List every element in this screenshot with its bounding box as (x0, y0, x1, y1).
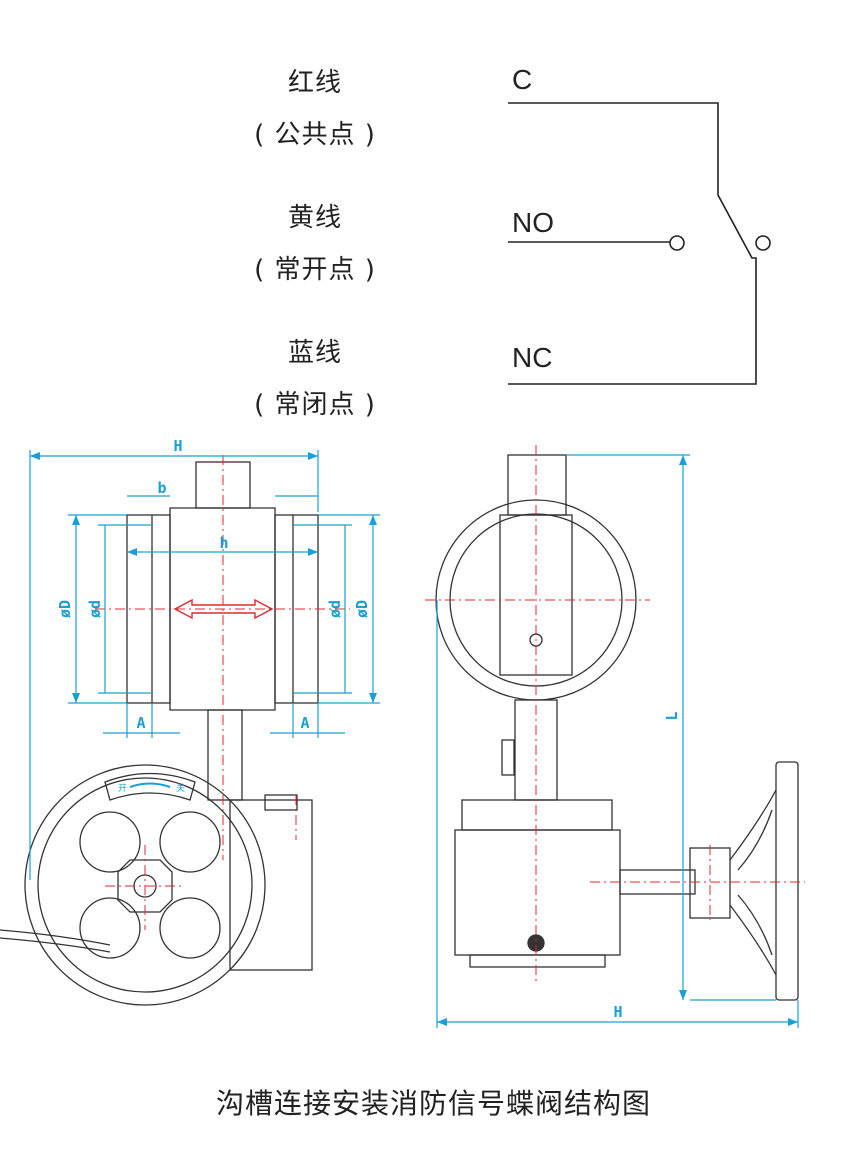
dim-h-side: H (613, 1003, 622, 1021)
yellow-wire-label: 黄线 (287, 203, 342, 233)
side-dimensions (436, 454, 799, 1028)
dim-h-front: H (173, 437, 182, 455)
red-wire-label: 红线 (287, 68, 342, 98)
dim-d-right: ød (326, 600, 344, 618)
blue-wire-desc: ( 常闭点 ) (254, 390, 376, 420)
dim-od-left: øD (56, 600, 74, 618)
side-dimension-arrows (437, 455, 798, 1026)
terminal-nc-label: NC (512, 342, 553, 373)
side-handwheel (775, 761, 799, 1001)
dim-d-left: ød (86, 600, 104, 618)
dim-b: b (157, 479, 166, 497)
side-view (435, 454, 799, 1001)
common-and-nc-wire (508, 102, 757, 385)
drawing-caption: 沟槽连接安装消防信号蝶阀结构图 (215, 1087, 651, 1120)
front-dimensions (29, 450, 380, 880)
handwheel-rim (24, 764, 266, 1006)
yellow-wire-desc: ( 常开点 ) (254, 255, 376, 285)
dim-od-right: øD (353, 600, 371, 618)
dim-a-right: A (300, 714, 309, 732)
gearbox (229, 799, 313, 971)
side-top-stem (507, 454, 567, 516)
handwheel-close-label: 关 (176, 782, 185, 794)
front-dimension-arrows (30, 452, 377, 703)
side-gearbox-top (461, 799, 613, 831)
front-centerlines (95, 455, 350, 930)
blue-wire-label: 蓝线 (287, 338, 342, 368)
terminal-no-label: NO (512, 207, 554, 238)
flow-arrow (173, 598, 274, 620)
handwheel-direction-arrow (129, 782, 171, 788)
nc-contact-circle (755, 235, 771, 251)
switch-schematic (508, 102, 771, 385)
handwheel-open-label: 开 (118, 783, 127, 794)
side-centerlines (425, 445, 805, 985)
no-contact-circle (669, 235, 685, 251)
handwheel-hub (117, 859, 173, 913)
dim-h-small: h (219, 534, 228, 552)
dim-l: L (663, 711, 681, 720)
red-wire-desc: ( 公共点 ) (254, 120, 376, 150)
terminal-c-label: C (512, 64, 533, 95)
dim-a-left: A (136, 714, 145, 732)
neck (207, 709, 243, 801)
